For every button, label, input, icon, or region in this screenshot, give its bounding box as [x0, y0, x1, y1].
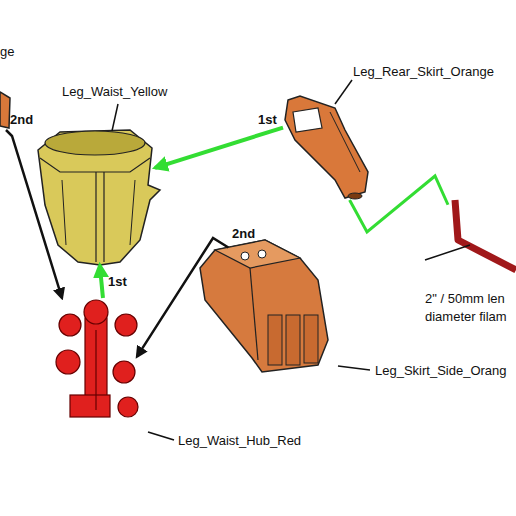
- part-name: Leg_Waist_Yellow: [62, 84, 167, 99]
- waist-hub-part: [56, 300, 138, 417]
- part-box: Leg_Waist_Yellow: [35, 130, 155, 265]
- part-box: Leg_Skirt_Side_Orang: [198, 245, 330, 370]
- part-box: Leg_Waist_Hub_Red: [55, 298, 137, 420]
- part-name: Leg_Skirt_Side_Orang: [375, 363, 507, 378]
- step-label: 2nd: [10, 112, 33, 127]
- part-note: 2" / 50mm len diameter filam: [425, 290, 515, 326]
- part-box: 2" / 50mm len diameter filam: [448, 195, 516, 260]
- leader-lines: [112, 80, 470, 440]
- part-name: Leg_Waist_Hub_Red: [178, 433, 301, 448]
- assembly-arrow: [137, 238, 228, 357]
- step-label: 2nd: [232, 226, 255, 241]
- filament-rod: [455, 200, 516, 270]
- part-name: Leg_Rear_Skirt_Orange: [353, 64, 494, 79]
- part-box: Leg_Rear_Skirt_Orange: [283, 95, 373, 200]
- step-label: 1st: [108, 274, 127, 289]
- rear-skirt-part: [285, 96, 368, 199]
- part-name: ge: [0, 44, 14, 59]
- waist-yellow-part: [38, 130, 160, 265]
- assembly-arrow: [100, 265, 103, 298]
- assembly-arrow: [6, 130, 62, 298]
- step-label: 1st: [258, 112, 277, 127]
- part-sliver: [0, 92, 10, 128]
- assembly-arrow: [155, 128, 283, 168]
- skirt-side-part: [200, 240, 328, 372]
- assembly-arrow: [350, 176, 448, 232]
